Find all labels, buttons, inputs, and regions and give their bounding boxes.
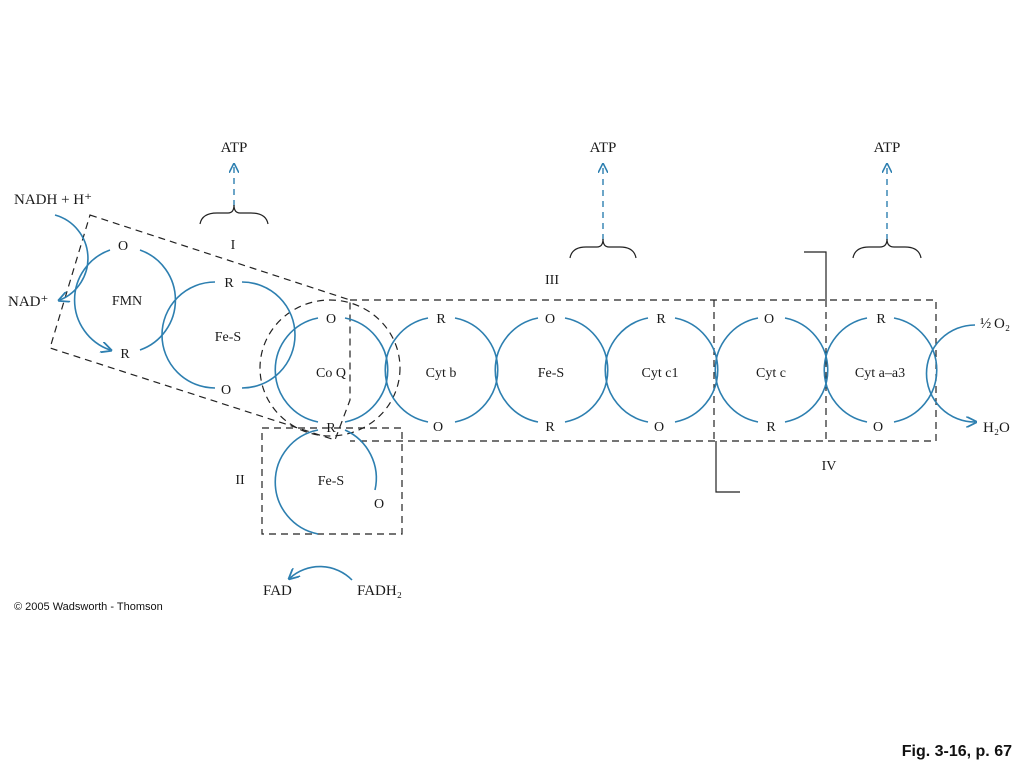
complex-i-label: I [231,238,236,253]
svg-text:ATP: ATP [221,140,248,156]
fadh2-label: FADH₂ [357,583,402,599]
cytb-label: Cyt b [426,366,457,381]
cytc-label: Cyt c [756,366,786,381]
svg-text:R: R [545,420,555,435]
svg-text:O: O [545,312,555,327]
complex-i-box [49,214,351,441]
svg-text:O: O [873,420,883,435]
svg-text:O: O [374,497,384,512]
svg-text:R: R [656,312,666,327]
complex-iv-bracket-top [804,251,827,300]
fad-arc [290,565,353,580]
atp-site-1: ATP [199,140,269,225]
o2-label: O₂ [994,316,1010,332]
complex-iii-label: III [545,273,559,288]
complex-iv-bracket-bottom [715,441,740,493]
complex-ii-box [261,427,403,535]
cytc-loop: O R Cyt c [714,312,829,435]
svg-text:ATP: ATP [590,140,617,156]
complex-iv-label: IV [822,459,837,474]
svg-text:O: O [221,383,231,398]
svg-text:ATP: ATP [874,140,901,156]
svg-text:O: O [654,420,664,435]
fad-label: FAD [263,583,292,599]
nadh-label: NADH + H⁺ [14,192,92,208]
coq-label: Co Q [316,366,346,381]
figure-caption: Fig. 3-16, p. 67 [902,743,1012,760]
svg-text:R: R [436,312,446,327]
svg-text:R: R [766,420,776,435]
fes3-loop: O R Fe-S [494,312,609,435]
svg-text:O: O [326,312,336,327]
svg-text:O: O [118,239,128,254]
nadh-arc [54,214,89,300]
o2-fraction: ½ [980,316,991,332]
atp-site-3: ATP [852,140,922,259]
copyright-text: © 2005 Wadsworth - Thomson [14,601,163,613]
svg-text:O: O [764,312,774,327]
complex-ii-label: II [235,473,245,488]
svg-text:R: R [876,312,886,327]
atp-site-2: ATP [569,140,637,259]
svg-text:R: R [326,421,336,436]
coq-loop: O R Co Q [274,312,389,436]
cytb-loop: R O Cyt b [384,312,499,435]
complex-iii-box [350,299,937,442]
cytaa3-loop: R O Cyt a–a3 [823,312,938,435]
nad-label: NAD⁺ [8,294,48,310]
svg-text:O: O [433,420,443,435]
fes2-label: Fe-S [318,474,344,489]
fes3-label: Fe-S [538,366,564,381]
fes1-label: Fe-S [215,330,241,345]
cytc1-label: Cyt c1 [642,366,679,381]
svg-text:R: R [120,347,130,362]
cytc1-loop: R O Cyt c1 [604,312,719,435]
fes2-loop: O Fe-S [274,429,384,535]
fmn-label: FMN [112,294,142,309]
svg-text:R: R [224,276,234,291]
cytaa3-label: Cyt a–a3 [855,366,905,381]
h2o-label: H₂O [983,420,1010,436]
coq-dashed-circle [259,299,401,437]
fmn-loop: O R FMN [73,239,177,362]
fes1-loop: R O Fe-S [161,276,296,398]
o2-arc [925,324,976,422]
